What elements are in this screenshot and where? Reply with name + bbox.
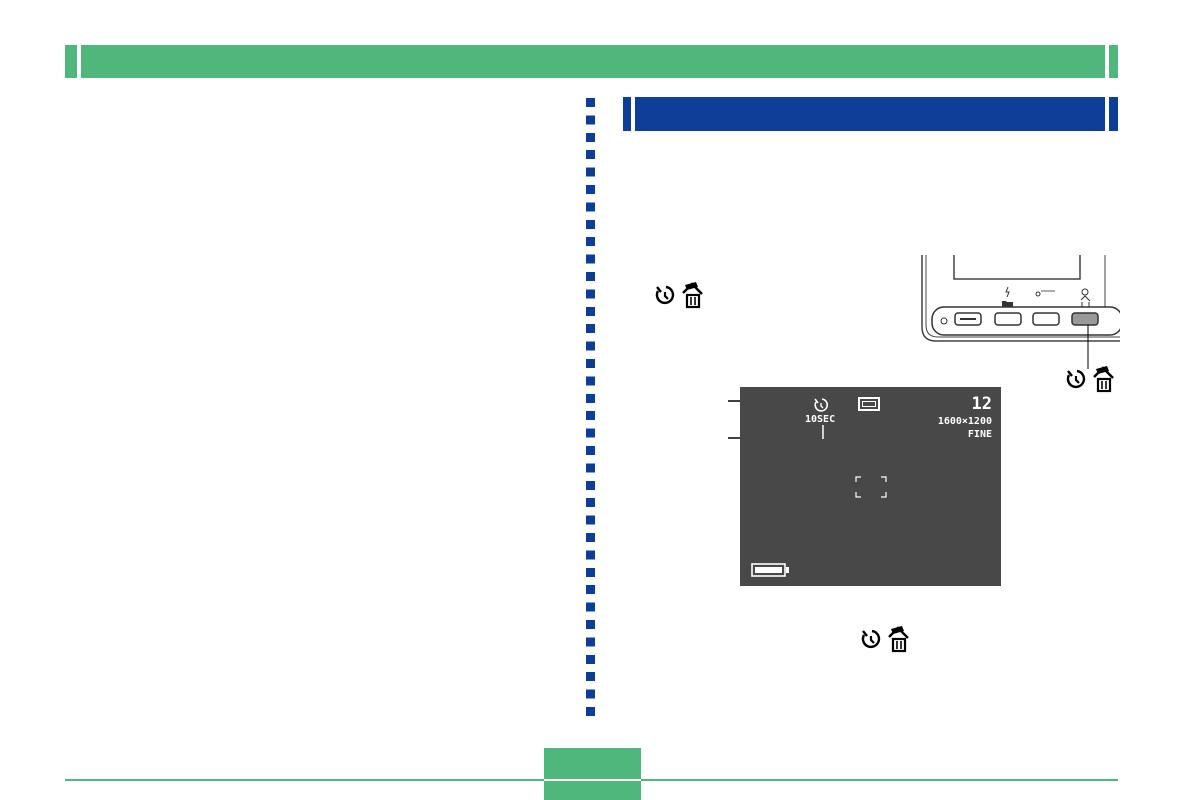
image-quality: FINE [967, 429, 992, 440]
section-header [623, 97, 1118, 131]
self-timer-icon [861, 629, 881, 649]
section-header-divider-right [1105, 97, 1109, 131]
camera-back-illustration [921, 255, 1120, 347]
delete-icon [682, 282, 703, 309]
battery-icon [751, 563, 789, 577]
delete-icon [1093, 366, 1114, 393]
self-timer-delete-icon-pair-inline [861, 626, 909, 653]
timer-label: 10SEC [805, 414, 836, 425]
top-banner [65, 45, 1118, 78]
shots-remaining: 12 [971, 394, 992, 414]
banner-divider-left [77, 45, 81, 78]
record-mode-icon [858, 397, 880, 411]
resolution: 1600×1200 [937, 416, 992, 427]
delete-icon [888, 626, 909, 653]
section-header-divider-left [631, 97, 635, 131]
self-timer-icon [814, 398, 829, 412]
focus-frame [855, 476, 887, 498]
page-tab-rule [544, 779, 641, 781]
camera-lcd-screen: 10SEC 12 1600×1200 FINE [740, 387, 1001, 586]
page-number-tab [544, 748, 641, 800]
banner-divider-right [1105, 45, 1109, 78]
self-timer-icon [1066, 369, 1086, 389]
column-divider [586, 98, 595, 720]
callout-line-button [1087, 325, 1089, 369]
self-timer-icon [655, 285, 675, 305]
timer-label-leader [822, 425, 824, 439]
self-timer-delete-icon-pair-right [1066, 366, 1114, 393]
self-timer-delete-icon-pair [655, 282, 703, 309]
